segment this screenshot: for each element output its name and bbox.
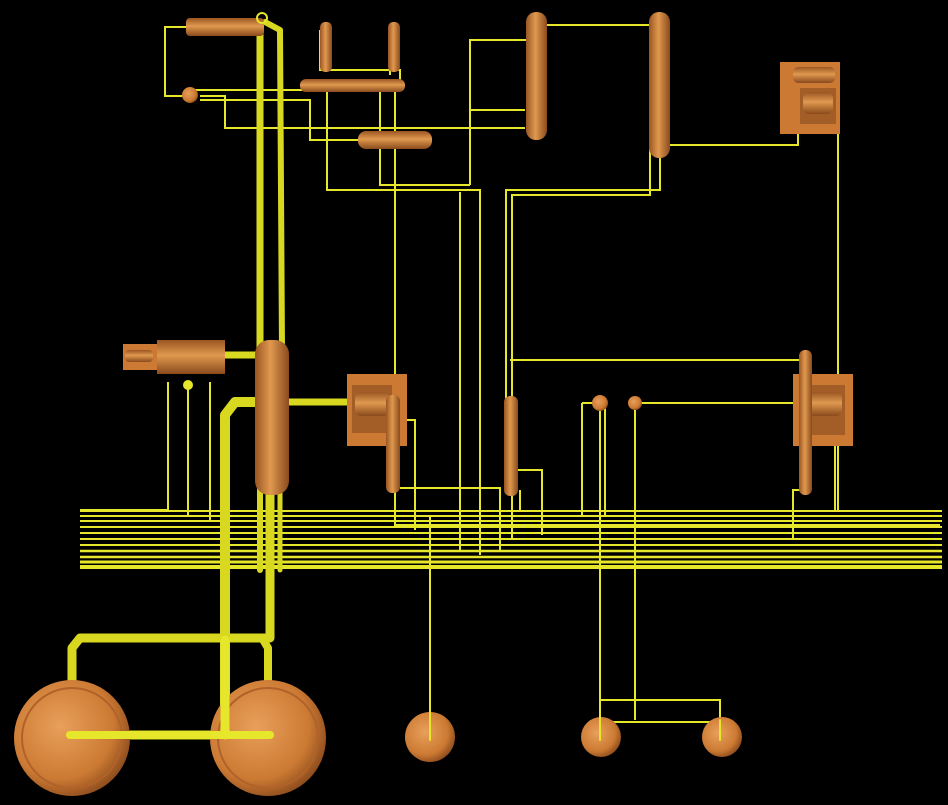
distillation-column-2 bbox=[649, 12, 670, 158]
pumps-middle bbox=[592, 395, 642, 411]
small-columns-top bbox=[320, 22, 400, 72]
stripper-column-middle bbox=[504, 396, 518, 496]
heat-exchanger-middle bbox=[347, 374, 407, 493]
reactor-block-left bbox=[123, 340, 225, 390]
heat-exchanger-top-right bbox=[780, 62, 840, 134]
distillation-column-1 bbox=[526, 12, 547, 140]
pump-top-left bbox=[182, 87, 198, 103]
tank-connection-pipes bbox=[66, 635, 721, 741]
main-reactor-column bbox=[255, 340, 289, 495]
heat-exchanger-right bbox=[793, 350, 853, 495]
storage-tank-small-3 bbox=[702, 717, 742, 757]
horizontal-drum-top-left bbox=[186, 12, 268, 36]
horizontal-exchanger-top bbox=[300, 79, 432, 149]
